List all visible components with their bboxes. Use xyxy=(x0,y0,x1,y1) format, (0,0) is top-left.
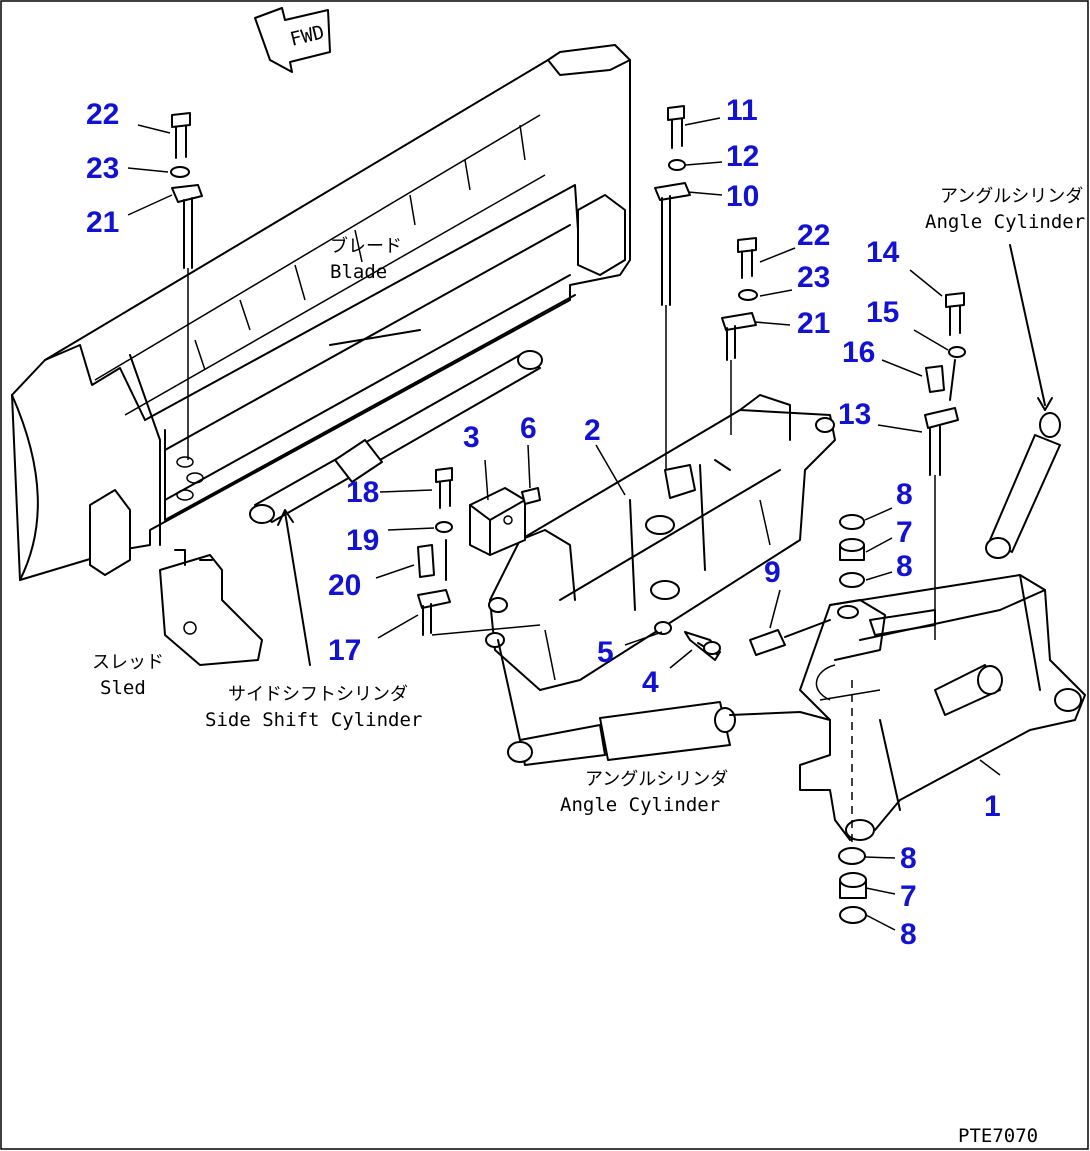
callout-8-c: 8 xyxy=(900,842,917,875)
callout-19: 19 xyxy=(346,524,379,557)
callout-5: 5 xyxy=(597,636,614,669)
callout-10: 10 xyxy=(726,180,759,213)
side-shift-label-jp: サイドシフトシリンダ xyxy=(228,684,408,705)
callout-14: 14 xyxy=(866,236,900,269)
callout-23-left: 23 xyxy=(86,152,119,185)
callout-11: 11 xyxy=(726,94,758,127)
bolt-6-part xyxy=(521,487,541,505)
forward-arrow-icon: FWD xyxy=(254,7,331,73)
drawing-code: PTE7070 xyxy=(958,1125,1038,1147)
callout-8-b: 8 xyxy=(896,550,913,583)
callout-3: 3 xyxy=(463,421,480,454)
leader-lines xyxy=(127,117,1001,931)
callout-2: 2 xyxy=(584,414,601,447)
angle-cylinder-center-label-en: Angle Cylinder xyxy=(560,794,720,816)
callout-18: 18 xyxy=(346,476,379,509)
blade-label-en: Blade xyxy=(330,261,387,283)
grease-fitting-9-part xyxy=(749,619,831,656)
callout-21-right: 21 xyxy=(797,307,830,340)
callout-17: 17 xyxy=(328,634,361,667)
callout-12: 12 xyxy=(726,140,759,173)
callout-numbers: 22 23 21 11 12 10 22 23 21 14 15 16 13 8… xyxy=(86,94,1001,951)
fastener-lower-left-stack xyxy=(417,467,541,636)
fwd-label: FWD xyxy=(288,21,327,51)
callout-8-d: 8 xyxy=(900,918,917,951)
fastener-right-stack xyxy=(839,292,966,640)
washer-5-part xyxy=(654,621,672,635)
callout-22-left: 22 xyxy=(86,98,119,131)
callout-1: 1 xyxy=(984,790,1001,823)
callout-8-a: 8 xyxy=(896,478,913,511)
callout-22-right: 22 xyxy=(797,219,830,252)
callout-15: 15 xyxy=(866,296,899,329)
fastener-right-center-stack xyxy=(721,237,758,435)
callout-21-left: 21 xyxy=(86,206,119,239)
fastener-left-stack xyxy=(170,112,203,460)
blade-label-jp: ブレード xyxy=(330,235,402,257)
side-shift-cylinder-part xyxy=(249,350,543,666)
angle-cylinder-center-part xyxy=(497,639,831,766)
angle-cylinder-right-part xyxy=(985,244,1061,559)
callout-13: 13 xyxy=(838,398,871,431)
callout-20: 20 xyxy=(328,569,361,602)
callout-23-right: 23 xyxy=(797,261,830,294)
callout-4: 4 xyxy=(642,666,659,699)
angle-cylinder-right-label-en: Angle Cylinder xyxy=(925,211,1085,233)
callout-6: 6 xyxy=(520,412,537,445)
callout-7-a: 7 xyxy=(896,516,913,549)
washer-lower-stack xyxy=(838,680,867,924)
sled-label-jp: スレッド xyxy=(92,652,164,673)
callout-16: 16 xyxy=(842,336,875,369)
callout-7-b: 7 xyxy=(900,880,917,913)
blade-part xyxy=(11,44,631,581)
angle-cylinder-right-label-jp: アングルシリンダ xyxy=(940,186,1083,207)
angle-frame-part xyxy=(799,574,1086,841)
fastener-center-stack xyxy=(654,105,691,470)
sled-part xyxy=(159,549,263,666)
sled-label-en: Sled xyxy=(100,677,146,699)
side-shift-label-en: Side Shift Cylinder xyxy=(205,709,422,731)
callout-9: 9 xyxy=(764,556,781,589)
bolt-4-part xyxy=(684,631,721,661)
bracket-part xyxy=(469,487,526,556)
angle-cylinder-center-label-jp: アングルシリンダ xyxy=(585,769,728,790)
